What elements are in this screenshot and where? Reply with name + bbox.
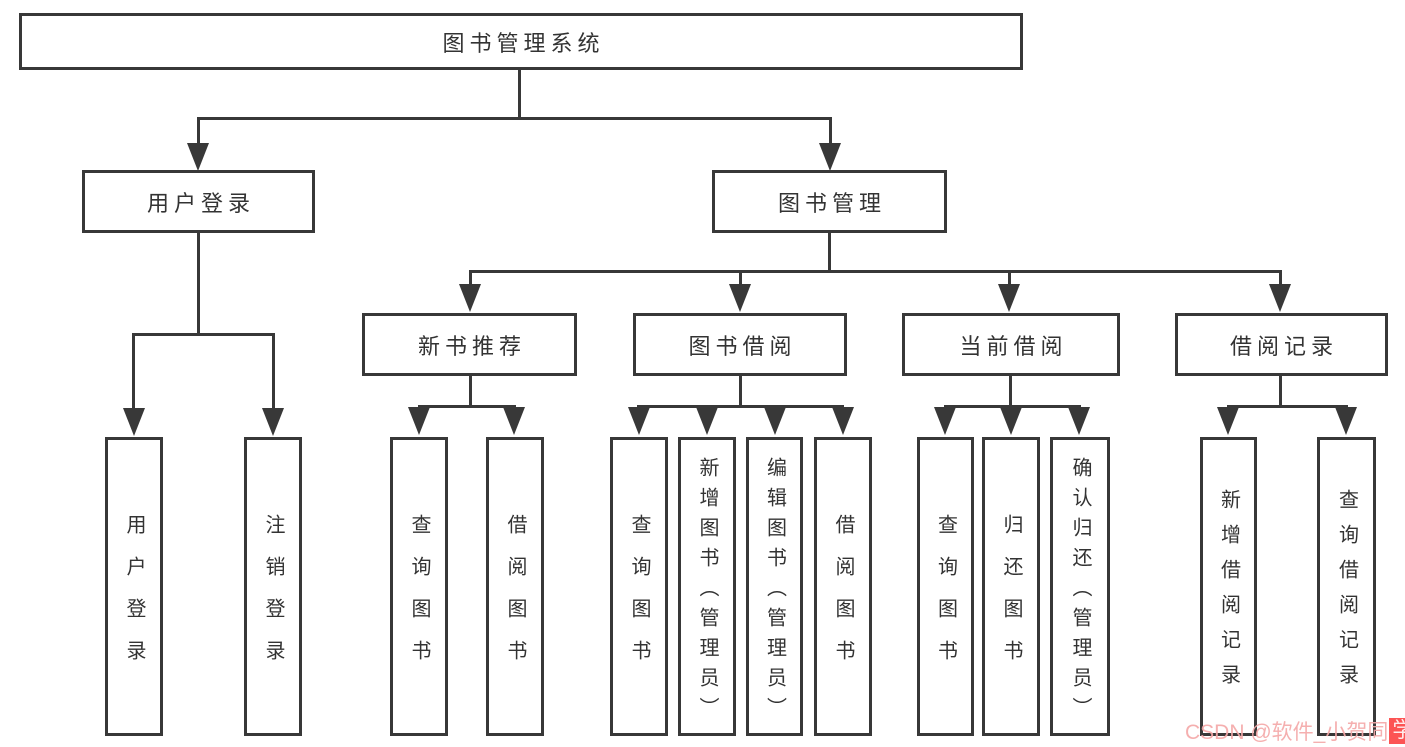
arrowhead-down (729, 284, 751, 312)
arrowhead-down (696, 407, 718, 435)
leaf-logout-label: 注销登录 (262, 513, 284, 682)
arrowhead-down (1335, 407, 1357, 435)
arrowhead-down (1217, 407, 1239, 435)
leaf-query-books-current: 查询图书 (917, 437, 974, 736)
connector-userlogin-stem (197, 233, 200, 336)
node-root-label: 图书管理系统 (442, 30, 605, 56)
arrowhead-down (503, 407, 525, 435)
connector-bookmgmt-stem (828, 233, 831, 273)
connector-root-stub-left (197, 117, 200, 145)
connector-root-stem (518, 70, 521, 118)
connector-bookmgmt-stub-3 (1008, 270, 1011, 286)
leaf-borrow-books-recommend: 借阅图书 (486, 437, 544, 736)
arrowhead-down (934, 407, 956, 435)
leaf-query-books-borrowing-label: 查询图书 (628, 513, 650, 682)
node-borrow-records-label: 借阅记录 (1229, 333, 1338, 359)
node-user-login: 用户登录 (82, 170, 315, 233)
leaf-add-books-admin-label: 新增图书（管理员） (696, 456, 718, 727)
leaf-query-books-current-label: 查询图书 (934, 513, 957, 682)
node-current-borrowing: 当前借阅 (902, 313, 1120, 376)
leaf-borrow-books-recommend-label: 借阅图书 (504, 513, 526, 682)
leaf-edit-books-admin: 编辑图书（管理员） (746, 437, 803, 736)
arrowhead-down (459, 284, 481, 312)
connector-records-stem (1279, 376, 1282, 408)
arrowhead-down (187, 143, 209, 171)
leaf-query-books-borrowing: 查询图书 (610, 437, 668, 736)
node-root: 图书管理系统 (19, 13, 1023, 70)
arrowhead-down (998, 284, 1020, 312)
leaf-confirm-return-admin-label: 确认归还（管理员） (1069, 456, 1091, 727)
leaf-confirm-return-admin: 确认归还（管理员） (1050, 437, 1110, 736)
connector-borrowing-hline (637, 405, 844, 408)
leaf-user-login: 用户登录 (105, 437, 163, 736)
connector-borrowing-stem (739, 376, 742, 408)
connector-current-stem (1009, 376, 1012, 408)
watermark: CSDN @软件_小贺同学 (1185, 716, 1405, 746)
arrowhead-down (1068, 407, 1090, 435)
connector-recommend-stem (469, 376, 472, 408)
leaf-add-books-admin: 新增图书（管理员） (678, 437, 736, 736)
leaf-edit-books-admin-label: 编辑图书（管理员） (763, 456, 786, 727)
leaf-return-books: 归还图书 (982, 437, 1040, 736)
connector-root-stub-right (829, 117, 832, 145)
watermark-badge: 学 (1389, 717, 1405, 745)
leaf-add-borrow-record-label: 新增借阅记录 (1217, 489, 1240, 699)
leaf-return-books-label: 归还图书 (1000, 513, 1022, 682)
arrowhead-down (1000, 407, 1022, 435)
leaf-add-borrow-record: 新增借阅记录 (1200, 437, 1257, 736)
node-book-borrowing-label: 图书借阅 (688, 333, 797, 359)
arrowhead-down (408, 407, 430, 435)
leaf-query-books-recommend: 查询图书 (390, 437, 448, 736)
connector-userlogin-stub-2 (272, 333, 275, 411)
leaf-query-books-recommend-label: 查询图书 (408, 513, 430, 682)
connector-userlogin-hline (132, 333, 275, 336)
leaf-borrow-books-borrowing-label: 借阅图书 (832, 513, 854, 682)
leaf-query-borrow-record: 查询借阅记录 (1317, 437, 1376, 736)
connector-bookmgmt-stub-1 (469, 270, 472, 286)
leaf-logout: 注销登录 (244, 437, 302, 736)
leaf-borrow-books-borrowing: 借阅图书 (814, 437, 872, 736)
connector-bookmgmt-hline (469, 270, 1282, 273)
leaf-user-login-label: 用户登录 (123, 513, 145, 682)
node-user-login-label: 用户登录 (146, 190, 255, 216)
watermark-text: CSDN @软件_小贺同 (1185, 721, 1389, 744)
connector-current-hline (944, 405, 1081, 408)
arrowhead-down (1269, 284, 1291, 312)
node-current-borrowing-label: 当前借阅 (959, 333, 1068, 359)
node-book-management: 图书管理 (712, 170, 947, 233)
node-book-borrowing: 图书借阅 (633, 313, 847, 376)
connector-bookmgmt-stub-2 (739, 270, 742, 286)
arrowhead-down (262, 408, 284, 436)
arrowhead-down (123, 408, 145, 436)
node-new-book-recommend-label: 新书推荐 (417, 333, 526, 359)
arrowhead-down (819, 143, 841, 171)
node-book-management-label: 图书管理 (777, 190, 886, 216)
connector-userlogin-stub-1 (132, 333, 135, 411)
arrowhead-down (832, 407, 854, 435)
arrowhead-down (628, 407, 650, 435)
node-new-book-recommend: 新书推荐 (362, 313, 577, 376)
node-borrow-records: 借阅记录 (1175, 313, 1388, 376)
connector-root-hline (197, 117, 832, 120)
connector-records-hline (1227, 405, 1348, 408)
arrowhead-down (764, 407, 786, 435)
leaf-query-borrow-record-label: 查询借阅记录 (1335, 489, 1358, 699)
connector-recommend-hline (418, 405, 516, 408)
connector-bookmgmt-stub-4 (1279, 270, 1282, 286)
